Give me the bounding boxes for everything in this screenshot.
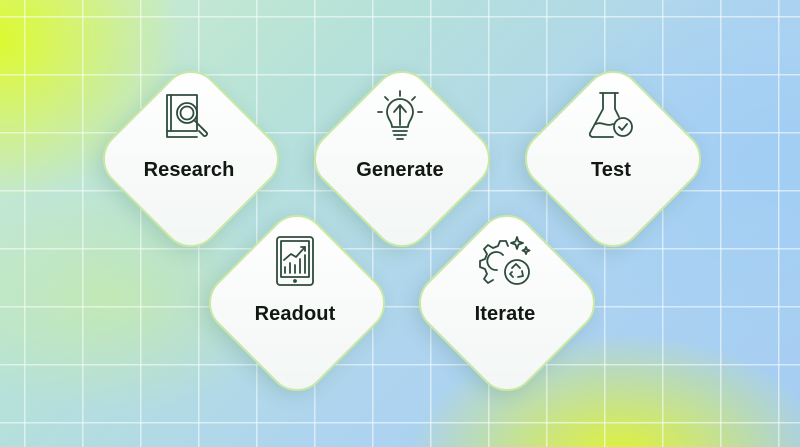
research-label: Research (143, 159, 235, 181)
tablet-chart-icon (265, 231, 325, 291)
iterate-label: Iterate (474, 303, 536, 325)
generate-label: Generate (356, 159, 444, 181)
readout-card: Readout (196, 202, 398, 404)
lightbulb-arrow-icon (370, 87, 430, 147)
book-magnifier-icon (159, 87, 219, 147)
iterate-card: Iterate (406, 202, 608, 404)
generate-card: Generate (301, 58, 503, 260)
flask-check-icon (581, 87, 641, 147)
research-card: Research (90, 58, 292, 260)
readout-label: Readout (254, 303, 336, 325)
test-card: Test (512, 58, 714, 260)
gear-recycle-icon (475, 231, 535, 291)
test-label: Test (590, 159, 632, 181)
